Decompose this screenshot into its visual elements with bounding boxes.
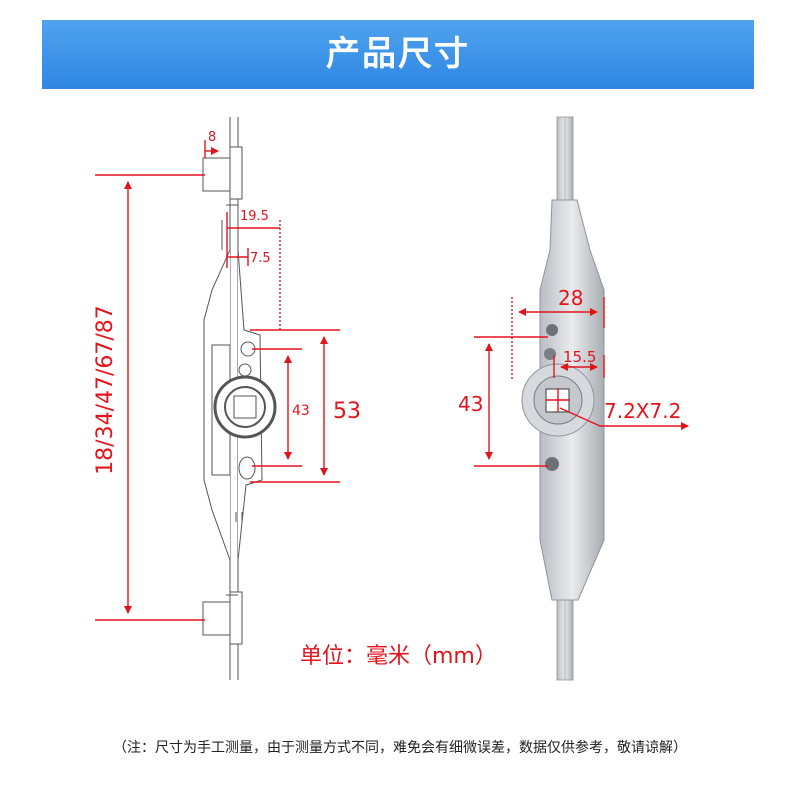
- dim-7-5-label: 7.5: [250, 251, 271, 266]
- dim-square-label: 7.2X7.2: [604, 399, 681, 423]
- dim-length-label: 18/34/47/67/87: [93, 305, 118, 475]
- dim-15-5-label: 15.5: [563, 348, 596, 366]
- dim-43-left-label: 43: [292, 403, 310, 419]
- dim-28-label: 28: [558, 286, 583, 310]
- page-title: 产品尺寸: [326, 34, 470, 74]
- left-gearbox-outline: [202, 117, 277, 680]
- footnote: （注：尺寸为手工测量，由于测量方式不同，难免会有细微误差，数据仅供参考，敬请谅解…: [113, 740, 687, 756]
- left-dimension-lines: [95, 140, 340, 621]
- right-dimension-lines: [474, 297, 689, 467]
- title-banner: 产品尺寸: [42, 20, 754, 89]
- unit-label: 单位：毫米（mm）: [300, 644, 497, 669]
- dim-8-label: 8: [208, 130, 216, 145]
- dim-53-label: 53: [333, 399, 361, 424]
- right-gearbox-photo: [521, 116, 605, 681]
- dim-43-right-label: 43: [458, 392, 483, 416]
- dim-19-5-label: 19.5: [240, 209, 269, 224]
